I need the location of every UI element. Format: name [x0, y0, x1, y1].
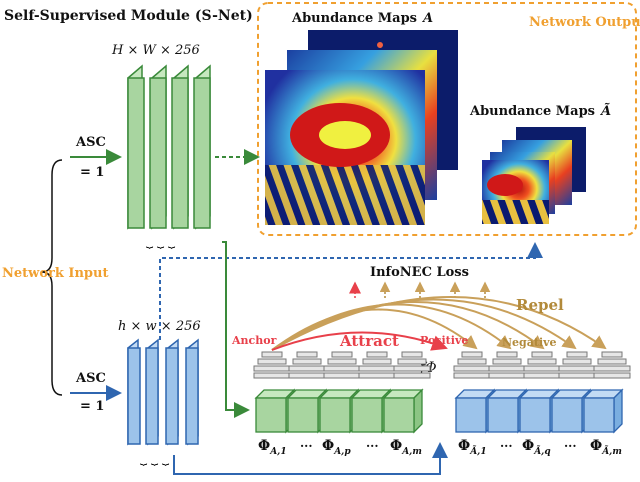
lo-res-braces: ⏟ ⏟ ⏟: [140, 451, 170, 466]
hi-res-braces: ⏟ ⏟ ⏟: [146, 234, 176, 249]
loss-arrows: [349, 281, 491, 298]
projection-heads: [253, 351, 631, 379]
repel-label: Repel: [516, 296, 564, 314]
lo-res-projection-arrow: [173, 442, 448, 475]
hi-res-feature-blocks: [127, 64, 211, 230]
lo-res-output-arrow: [159, 242, 543, 340]
feature-label-am: ΦA,m: [390, 438, 422, 457]
projected-features-a-tilde: [454, 388, 624, 434]
feature-label-ap: ΦA,p: [322, 438, 351, 457]
projected-features-a: [254, 388, 424, 434]
attract-arc: [271, 331, 448, 351]
negative-label: Negative: [502, 336, 557, 349]
abundance-map-stack-a: [265, 30, 458, 225]
feature-label-b1: ΦÃ,1: [458, 438, 487, 457]
feature-ellipsis-bq: ···: [564, 439, 577, 453]
network-output-box: [257, 2, 637, 236]
asc-top-value: = 1: [80, 165, 104, 180]
feature-ellipsis-b1: ···: [500, 439, 513, 453]
lo-res-dims-label: h × w × 256: [118, 319, 201, 334]
anchor-label: Anchor: [231, 334, 277, 347]
network-output-label: Network Output: [529, 15, 640, 30]
feature-label-bq: ΦÃ,q: [522, 438, 551, 457]
attract-label: Attract: [339, 332, 399, 350]
feature-label-bm: ΦÃ,m: [590, 438, 622, 457]
feature-labels: ΦA,1 ··· ΦA,p ··· ΦA,m ΦÃ,1 ··· ΦÃ,q ···…: [258, 438, 622, 457]
feature-label-a1: ΦA,1: [258, 438, 287, 457]
feature-ellipsis-a1: ···: [300, 439, 313, 453]
abundance-map-stack-a-tilde: [482, 127, 586, 224]
hi-res-projection-arrow: [222, 241, 250, 418]
loss-label: InfoNEC Loss: [370, 265, 469, 280]
lo-res-feature-blocks: [127, 338, 199, 446]
network-input-brace: [41, 159, 63, 396]
network-input-label: Network Input: [2, 266, 108, 281]
hi-res-dims-label: H × W × 256: [111, 43, 200, 58]
asc-bottom-value: = 1: [80, 399, 104, 414]
asc-bottom-label: ASC: [75, 371, 106, 386]
positive-label: Positive: [420, 334, 468, 347]
repel-arcs: [271, 296, 607, 351]
diagram-title: Self-Supervised Module (S-Net): [4, 8, 253, 24]
asc-top-label: ASC: [75, 135, 106, 150]
feature-ellipsis-ap: ···: [366, 439, 379, 453]
